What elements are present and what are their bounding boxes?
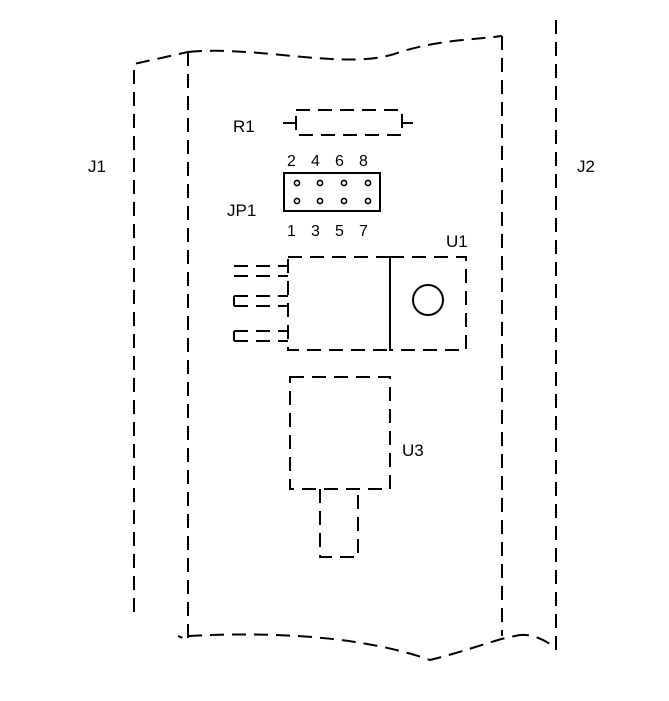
label-j2: J2 [577, 157, 595, 176]
jumper-pin-hole [316, 179, 324, 187]
board-outline [187, 35, 516, 662]
component-u3 [289, 376, 391, 558]
jumper-pin-hole [316, 197, 324, 205]
label-u1: U1 [446, 232, 468, 251]
jp1-pin-number: 4 [311, 153, 320, 170]
jp1-pin-number: 5 [335, 223, 344, 240]
label-jp1: JP1 [227, 201, 256, 220]
connector-j2-outline [501, 20, 557, 650]
jumper-pin-hole [293, 197, 301, 205]
jp1-pin-number: 3 [311, 223, 320, 240]
jp1-pin-number: 6 [335, 153, 344, 170]
jumper-jp1 [283, 172, 381, 212]
resistor-r1 [283, 109, 413, 136]
jumper-pin-hole [340, 197, 348, 205]
jp1-pin-number: 2 [287, 153, 296, 170]
jumper-pin-holes [293, 179, 372, 205]
connector-j1-outline [133, 51, 189, 642]
component-u1 [233, 256, 467, 351]
jumper-pin-hole [364, 197, 372, 205]
jp1-pin-number: 8 [359, 153, 368, 170]
jp1-pin-number: 1 [287, 223, 296, 240]
mounting-hole-u1 [412, 284, 444, 316]
jumper-pin-hole [364, 179, 372, 187]
jp1-pin-number: 7 [359, 223, 368, 240]
jumper-pin-hole [340, 179, 348, 187]
label-j1: J1 [88, 157, 106, 176]
jumper-pin-hole [293, 179, 301, 187]
label-u3: U3 [402, 441, 424, 460]
label-r1: R1 [233, 117, 255, 136]
